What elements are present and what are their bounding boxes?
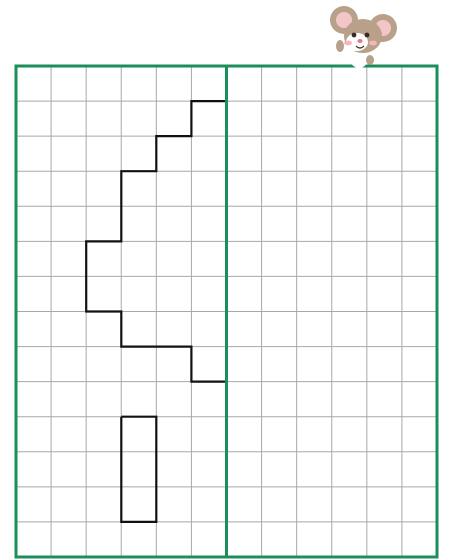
mouse-mascot-icon — [330, 6, 397, 68]
rectangle-half-shape — [121, 417, 156, 522]
